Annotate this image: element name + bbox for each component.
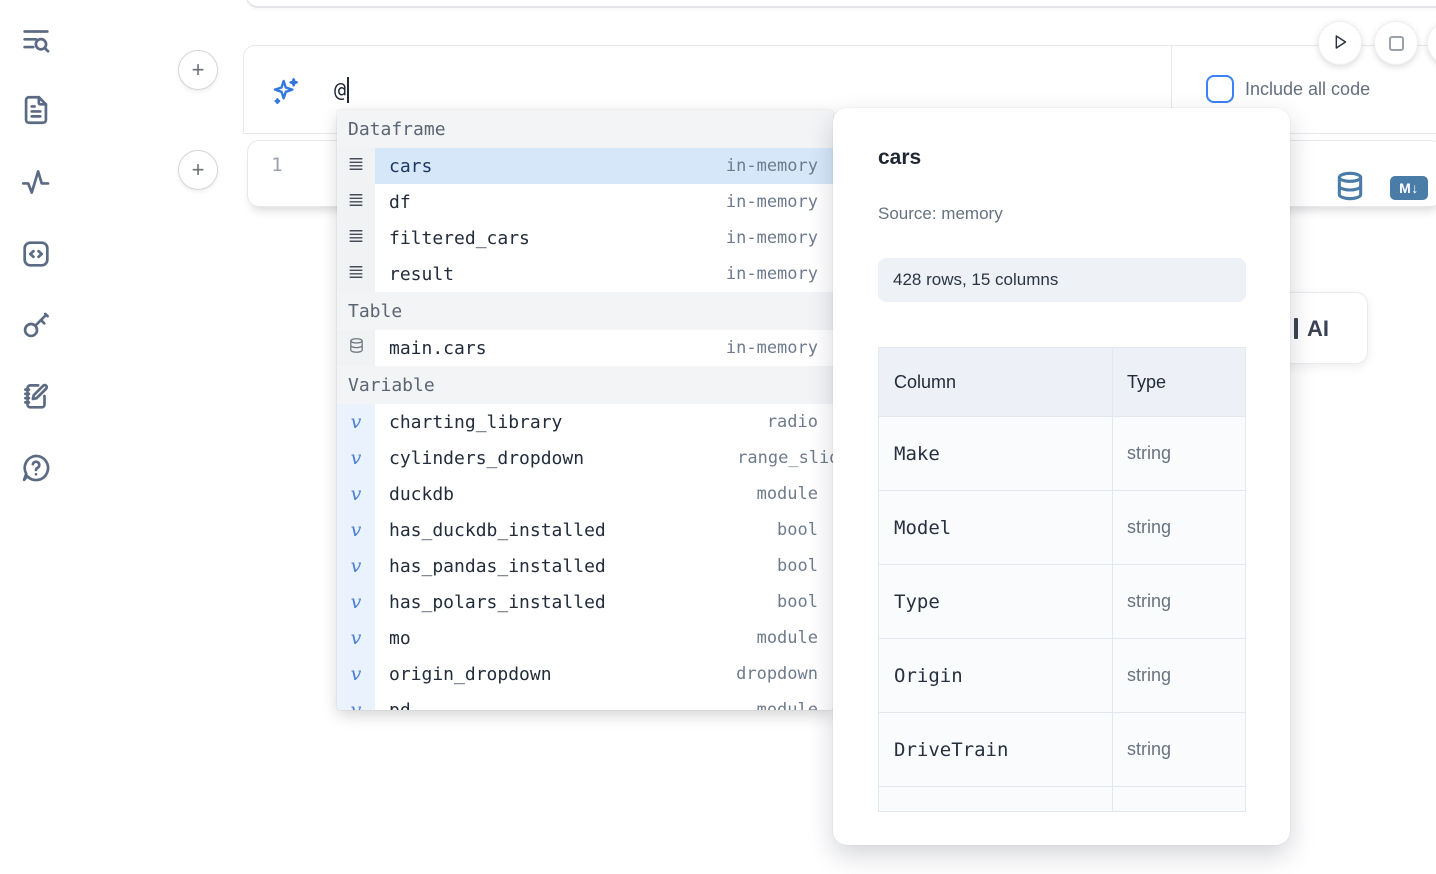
schema-row-model: Model string bbox=[878, 491, 1246, 565]
preview-schema-table: Column Type Make string Model string Typ… bbox=[878, 347, 1246, 813]
schema-row-partial bbox=[878, 787, 1246, 812]
variable-icon: v bbox=[337, 620, 375, 656]
schema-row-origin: Origin string bbox=[878, 639, 1246, 713]
autocomplete-item-has-duckdb-installed[interactable]: v has_duckdb_installed bool bbox=[337, 512, 833, 548]
autocomplete-item-pd[interactable]: v pd module bbox=[337, 692, 833, 710]
autocomplete-item-charting-library[interactable]: v charting_library radio bbox=[337, 404, 833, 440]
dataframe-preview-panel: cars Source: memory 428 rows, 15 columns… bbox=[833, 108, 1290, 845]
run-cell-button[interactable] bbox=[1318, 21, 1362, 65]
cell-divider bbox=[1171, 46, 1172, 133]
schema-row-make: Make string bbox=[878, 417, 1246, 491]
variable-icon: v bbox=[337, 512, 375, 548]
ai-button-label: AI bbox=[1307, 316, 1329, 341]
schema-header-column: Column bbox=[894, 371, 957, 392]
schema-header-type: Type bbox=[1127, 371, 1167, 392]
key-icon[interactable] bbox=[19, 308, 53, 342]
schema-row-type: Type string bbox=[878, 565, 1246, 639]
variable-icon: v bbox=[337, 584, 375, 620]
autocomplete-item-filtered-cars[interactable]: filtered_cars in-memory bbox=[337, 220, 833, 256]
variable-icon: v bbox=[337, 656, 375, 692]
preview-source: Source: memory bbox=[878, 204, 1003, 223]
stop-icon bbox=[1388, 35, 1404, 51]
autocomplete-item-result[interactable]: result in-memory bbox=[337, 256, 833, 292]
schema-header-row: Column Type bbox=[878, 347, 1246, 417]
dataframe-rows-icon bbox=[337, 256, 375, 292]
sparkles-icon bbox=[269, 75, 301, 107]
previous-cell-fragment bbox=[246, 0, 1436, 8]
dataframe-rows-icon bbox=[337, 184, 375, 220]
variable-icon: v bbox=[337, 548, 375, 584]
help-bubble-icon[interactable] bbox=[19, 451, 53, 485]
autocomplete-item-has-polars-installed[interactable]: v has_polars_installed bool bbox=[337, 584, 833, 620]
autocomplete-item-mo[interactable]: v mo module bbox=[337, 620, 833, 656]
include-all-code-checkbox[interactable] bbox=[1206, 75, 1234, 103]
section-header-table: Table bbox=[337, 292, 833, 330]
play-icon bbox=[1329, 31, 1351, 56]
markdown-badge-button[interactable]: M↓ bbox=[1390, 176, 1428, 200]
autocomplete-item-cars[interactable]: cars in-memory bbox=[337, 148, 833, 184]
include-all-code-label: Include all code bbox=[1245, 79, 1371, 99]
variable-icon: v bbox=[337, 692, 375, 710]
text-caret bbox=[347, 77, 350, 103]
add-cell-below-button[interactable]: + bbox=[178, 150, 218, 190]
autocomplete-popup: Dataframe cars in-memory df in-memory fi… bbox=[337, 110, 833, 710]
clipped-letter-stub bbox=[1294, 318, 1298, 339]
notebook-pen-icon[interactable] bbox=[19, 379, 53, 413]
variable-icon: v bbox=[337, 404, 375, 440]
table-database-icon bbox=[337, 330, 375, 366]
code-square-icon[interactable] bbox=[19, 237, 53, 271]
autocomplete-item-has-pandas-installed[interactable]: v has_pandas_installed bool bbox=[337, 548, 833, 584]
dataframe-rows-icon bbox=[337, 148, 375, 184]
autocomplete-item-cylinders-dropdown[interactable]: v cylinders_dropdown range_slider bbox=[337, 440, 833, 476]
line-number: 1 bbox=[271, 154, 283, 176]
section-header-dataframe: Dataframe bbox=[337, 110, 833, 148]
stop-cell-button[interactable] bbox=[1374, 21, 1418, 65]
activity-icon[interactable] bbox=[19, 165, 53, 199]
list-search-icon[interactable] bbox=[19, 23, 53, 57]
autocomplete-item-origin-dropdown[interactable]: v origin_dropdown dropdown bbox=[337, 656, 833, 692]
section-header-variable: Variable bbox=[337, 366, 833, 404]
autocomplete-item-duckdb[interactable]: v duckdb module bbox=[337, 476, 833, 512]
dataframe-rows-icon bbox=[337, 220, 375, 256]
file-text-icon[interactable] bbox=[19, 93, 53, 127]
variable-icon: v bbox=[337, 476, 375, 512]
ai-prompt-input[interactable]: @ bbox=[334, 74, 350, 106]
add-cell-above-button[interactable]: + bbox=[178, 50, 218, 90]
schema-row-drivetrain: DriveTrain string bbox=[878, 713, 1246, 787]
variable-icon: v bbox=[337, 440, 375, 476]
preview-shape-badge: 428 rows, 15 columns bbox=[878, 258, 1246, 302]
preview-title: cars bbox=[878, 146, 922, 169]
database-icon[interactable] bbox=[1334, 170, 1366, 202]
ai-prompt-value: @ bbox=[334, 78, 347, 102]
autocomplete-item-df[interactable]: df in-memory bbox=[337, 184, 833, 220]
autocomplete-item-main-cars[interactable]: main.cars in-memory bbox=[337, 330, 833, 366]
